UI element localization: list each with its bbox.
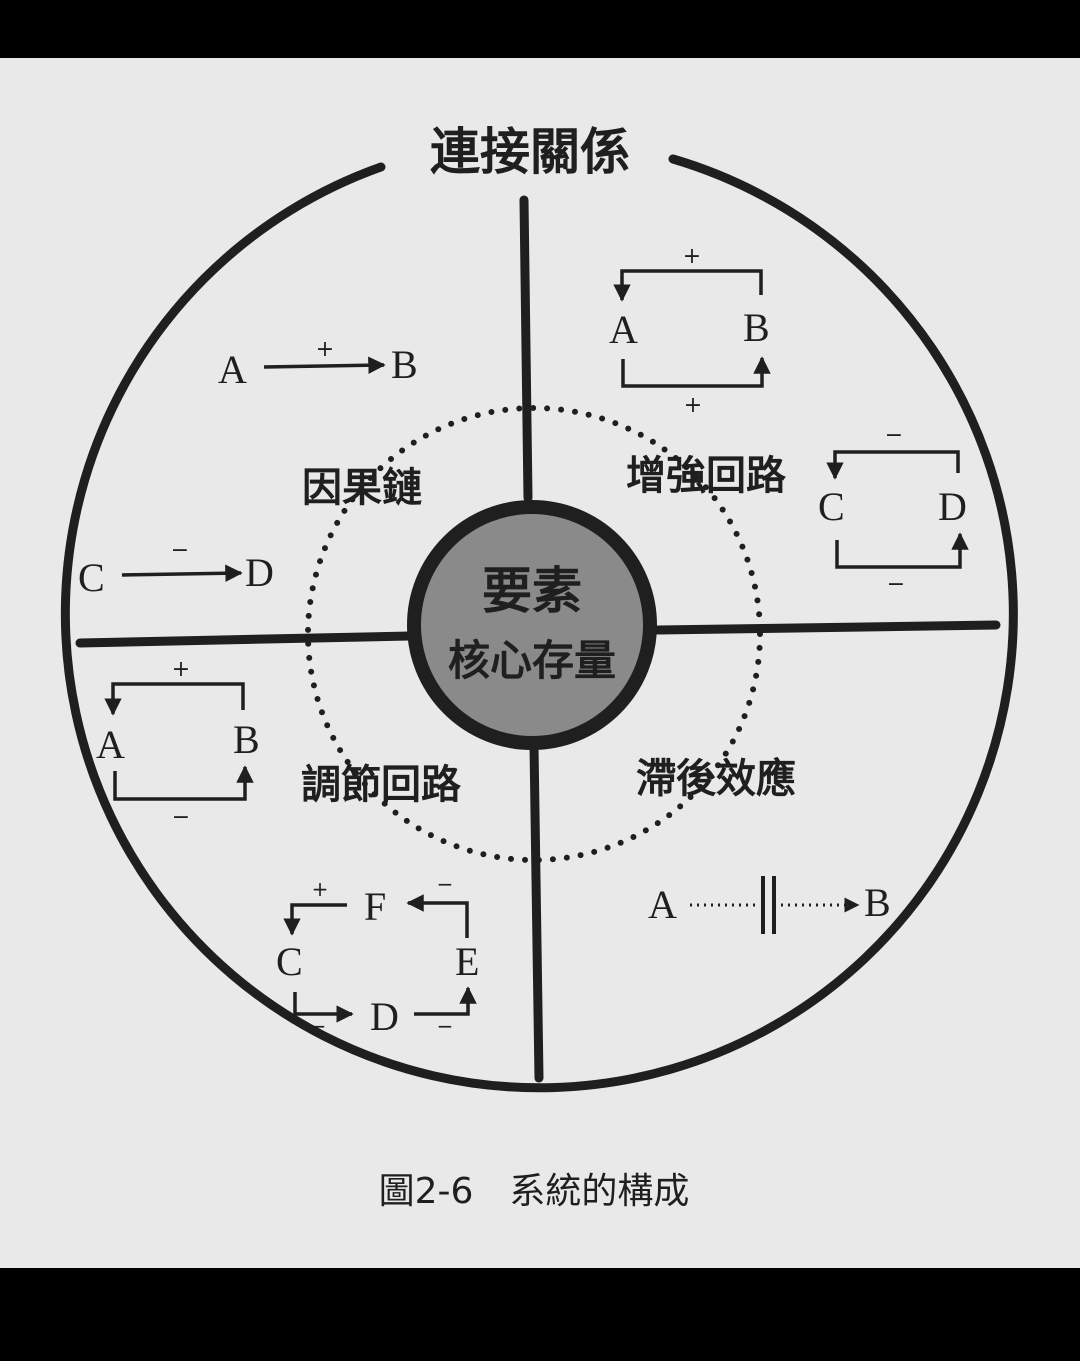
divider-left xyxy=(75,631,415,648)
loop-arrow-bottom xyxy=(621,356,771,388)
diagram-title: 連接關係 xyxy=(430,123,630,181)
label-causal-chain: 因果鏈 xyxy=(302,465,422,511)
figure-caption: 圖2-6 系統的構成 xyxy=(379,1171,690,1212)
causal-negative-link: C − D xyxy=(78,538,274,600)
node-d: D xyxy=(938,484,967,529)
node-a: A xyxy=(218,347,247,392)
sign-plus: + xyxy=(316,337,334,362)
loop-arrow-top xyxy=(826,450,960,480)
loop-arrow-top xyxy=(613,269,763,302)
node-a: A xyxy=(609,307,638,352)
node-b: B xyxy=(864,880,891,925)
causal-positive-link: A + B xyxy=(218,337,418,392)
core-circle xyxy=(407,500,657,750)
node-d: D xyxy=(370,994,399,1039)
loop-arrow-top xyxy=(104,682,245,716)
sign-plus: + xyxy=(172,657,190,682)
label-reinforcing-loop: 增強回路 xyxy=(626,453,787,499)
label-delay-effect: 滯後效應 xyxy=(636,756,796,802)
delay-link: A B xyxy=(648,876,891,934)
core-subtitle: 核心存量 xyxy=(448,636,616,685)
balancing-loop-ab: + − A B xyxy=(96,657,260,830)
node-e: E xyxy=(455,939,479,984)
core-title: 要素 xyxy=(482,562,582,620)
sign-minus: − xyxy=(437,872,454,896)
arrow xyxy=(263,356,386,375)
arrow xyxy=(121,564,243,583)
arrow-c-to-d xyxy=(293,992,354,1023)
divider-bottom xyxy=(529,741,544,1083)
node-b: B xyxy=(233,717,260,762)
loop-arrow-bottom xyxy=(113,765,254,801)
sign-minus: − xyxy=(172,805,190,830)
outer-ring-arc xyxy=(60,154,1018,1093)
divider-top xyxy=(519,195,533,503)
sign-minus: − xyxy=(885,423,903,448)
sign-minus: − xyxy=(437,1014,454,1038)
balancing-loop-cdef: + − − − F C E D xyxy=(276,872,479,1039)
arrow-e-to-f xyxy=(406,894,469,938)
label-balancing-loop: 調節回路 xyxy=(301,762,462,808)
sign-minus: − xyxy=(171,538,189,563)
sign-plus: + xyxy=(683,244,701,269)
node-c: C xyxy=(818,484,845,529)
node-c: C xyxy=(78,555,105,600)
reinforcing-loop-ab: + + A B xyxy=(609,244,771,418)
node-f: F xyxy=(364,884,386,929)
sign-minus: − xyxy=(887,572,905,597)
node-c: C xyxy=(276,939,303,984)
node-b: B xyxy=(743,305,770,350)
sign-plus: + xyxy=(312,877,329,901)
divider-right xyxy=(653,620,1001,635)
system-diagram: 要素 核心存量 連接關係 因果鏈 增強回路 調節回路 滯後效應 A + B C … xyxy=(60,123,1018,1212)
sign-minus: − xyxy=(310,1014,327,1038)
node-d: D xyxy=(245,550,274,595)
arrow-f-to-c xyxy=(283,903,347,936)
node-a: A xyxy=(648,882,677,927)
sign-plus: + xyxy=(684,393,702,418)
book-page: 要素 核心存量 連接關係 因果鏈 增強回路 調節回路 滯後效應 A + B C … xyxy=(0,58,1080,1268)
dotted-inner-ring xyxy=(305,405,763,863)
node-b: B xyxy=(391,342,418,387)
loop-arrow-bottom xyxy=(835,532,969,569)
reinforcing-loop-cd: − − C D xyxy=(818,423,969,597)
node-a: A xyxy=(96,722,125,767)
arrow-d-to-e xyxy=(414,986,477,1016)
